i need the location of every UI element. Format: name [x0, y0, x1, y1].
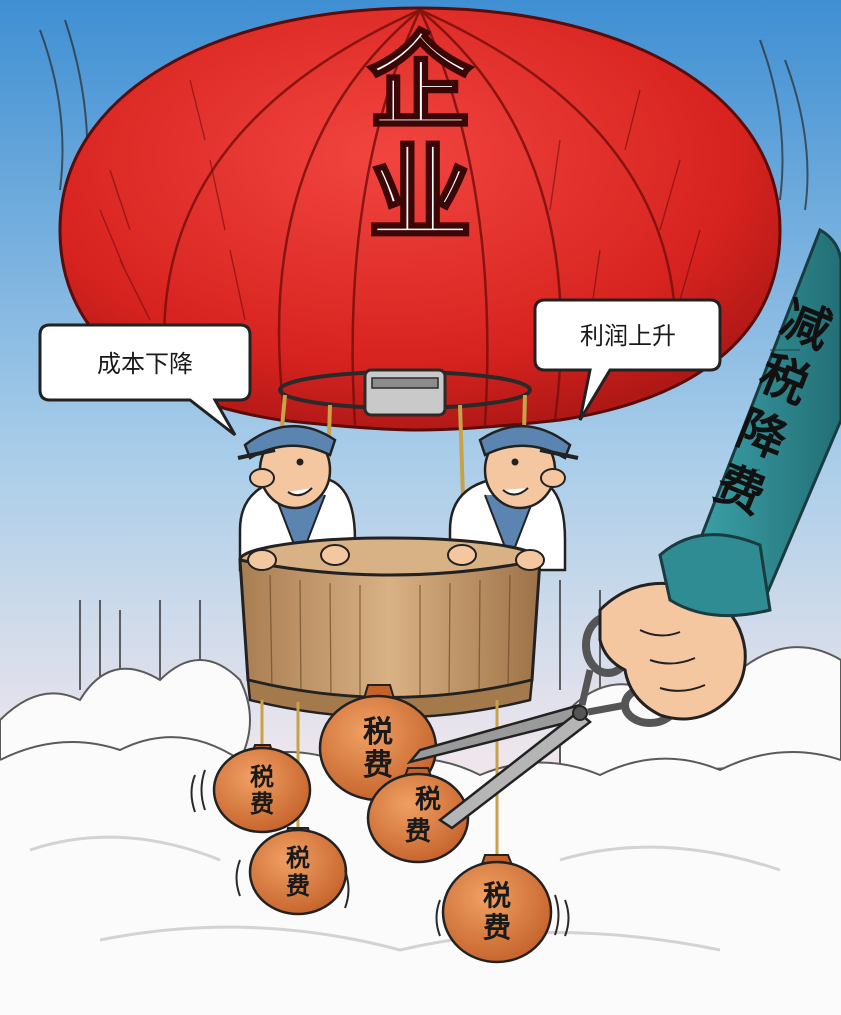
bag-1-line2: 费	[250, 790, 274, 818]
cloud-shading	[29, 835, 781, 952]
worker-right	[448, 424, 579, 572]
balloon-label-top: 企	[368, 21, 473, 143]
bag-3-line1: 税	[363, 715, 393, 750]
money-bag-5: 税 费	[441, 854, 553, 964]
balloon-label-bottom: 业	[368, 133, 472, 255]
money-bag-2: 税 费	[248, 827, 348, 916]
bag-2-line2: 费	[286, 872, 310, 900]
bag-4-line1: 税	[415, 785, 441, 815]
sleeve-cuff	[658, 533, 772, 618]
speech-bubble-left: 成本下降	[38, 323, 252, 437]
burner	[363, 368, 447, 417]
shake-marks	[190, 769, 570, 937]
speech-text-left: 成本下降	[97, 350, 193, 378]
bag-3-line2: 费	[363, 748, 393, 783]
speech-text-right: 利润上升	[580, 322, 676, 350]
bag-2-line1: 税	[286, 844, 310, 872]
bag-1-line1: 税	[250, 763, 274, 791]
bag-5-line2: 费	[483, 911, 511, 944]
bag-5-line1: 税	[483, 879, 511, 912]
money-bag-1: 税 费	[212, 744, 312, 834]
speech-bubble-right: 利润上升	[533, 298, 722, 421]
bag-4-line2: 费	[405, 817, 431, 847]
money-bag-4: 税 费	[366, 767, 470, 864]
scissors-blade-lower	[437, 710, 593, 830]
burner-assembly	[278, 368, 532, 417]
